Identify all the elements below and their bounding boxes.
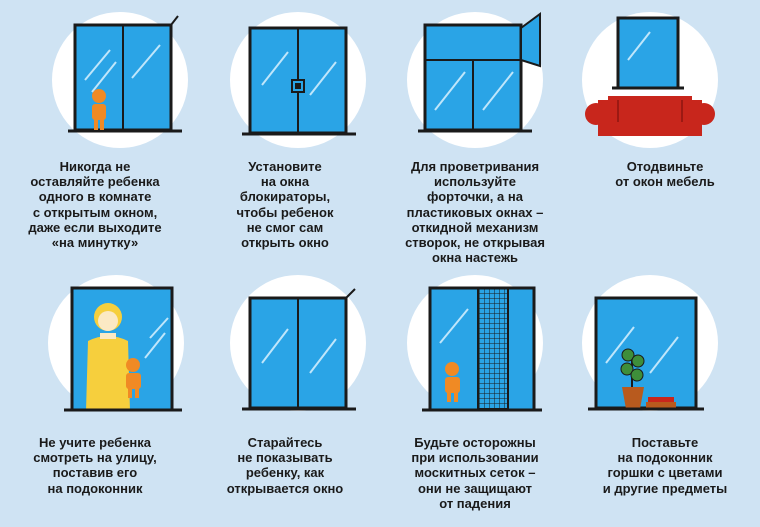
adult-child-window-icon xyxy=(0,263,190,413)
opening-window-icon xyxy=(190,263,380,413)
mosquito-net-icon xyxy=(380,263,570,413)
vent-window-icon xyxy=(380,0,570,150)
window-lock-icon xyxy=(190,0,380,150)
flowerpot-window-icon xyxy=(570,263,760,413)
open-window-child-icon xyxy=(0,0,190,150)
sofa-window-icon xyxy=(570,0,760,150)
